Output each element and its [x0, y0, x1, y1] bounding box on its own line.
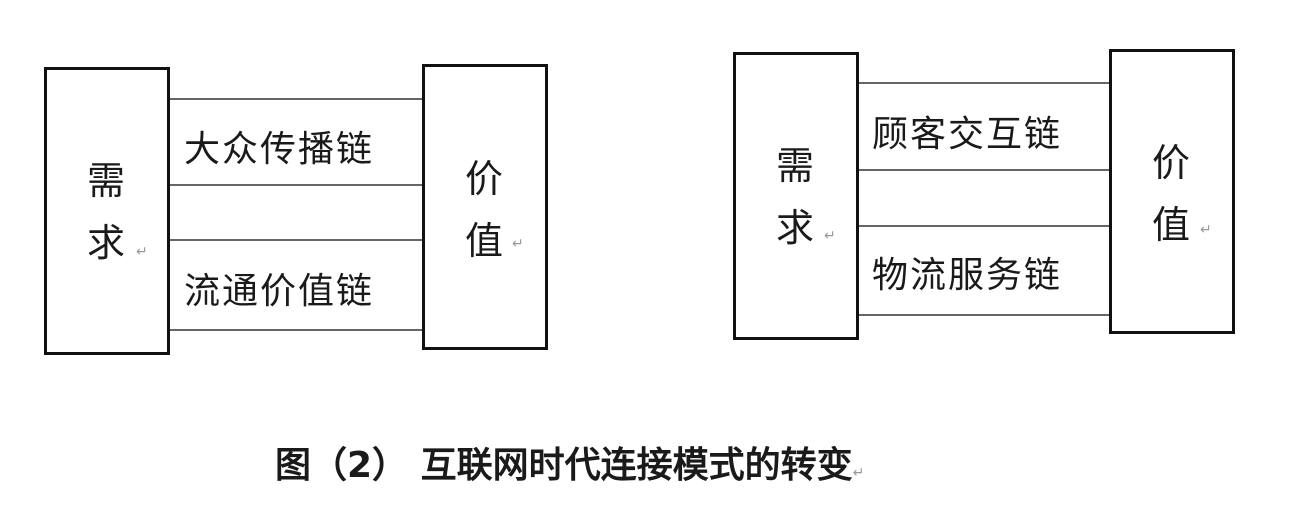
connector-line: [167, 329, 424, 331]
value-char: 值: [1151, 203, 1190, 247]
value-char: 值: [464, 219, 503, 263]
return-mark: ↵: [852, 465, 865, 481]
value-label: 价 值: [1147, 132, 1195, 256]
value-char: 价: [1151, 141, 1190, 185]
figure-caption: 图（2） 互联网时代连接模式的转变↵: [275, 436, 864, 488]
demand-char: 求: [86, 221, 125, 265]
connector-line: [167, 239, 424, 241]
demand-char: 求: [775, 206, 814, 250]
caption-text: 图（2） 互联网时代连接模式的转变: [275, 445, 853, 486]
chain-label: 流通价值链: [184, 271, 375, 312]
value-char: 价: [464, 157, 503, 201]
connector-line: [167, 98, 424, 100]
demand-box: [44, 67, 170, 355]
value-label: 价 值: [460, 148, 508, 272]
return-mark: ↵: [824, 228, 836, 244]
connector-line: [856, 314, 1112, 316]
connector-line: [856, 82, 1112, 84]
demand-char: 需: [775, 144, 814, 188]
value-box: [1109, 49, 1235, 334]
value-box: [422, 64, 548, 350]
chain-label: 物流服务链: [872, 255, 1063, 296]
demand-box: [733, 52, 859, 340]
return-mark: ↵: [512, 236, 524, 252]
demand-label: 需 求: [82, 150, 130, 274]
demand-label: 需 求: [771, 135, 819, 259]
demand-char: 需: [86, 159, 125, 203]
connector-line: [856, 225, 1112, 227]
connector-line: [167, 184, 424, 186]
connector-line: [856, 169, 1112, 171]
chain-label: 顾客交互链: [872, 114, 1063, 155]
return-mark: ↵: [1200, 222, 1212, 238]
return-mark: ↵: [136, 244, 148, 260]
chain-label: 大众传播链: [184, 129, 375, 170]
